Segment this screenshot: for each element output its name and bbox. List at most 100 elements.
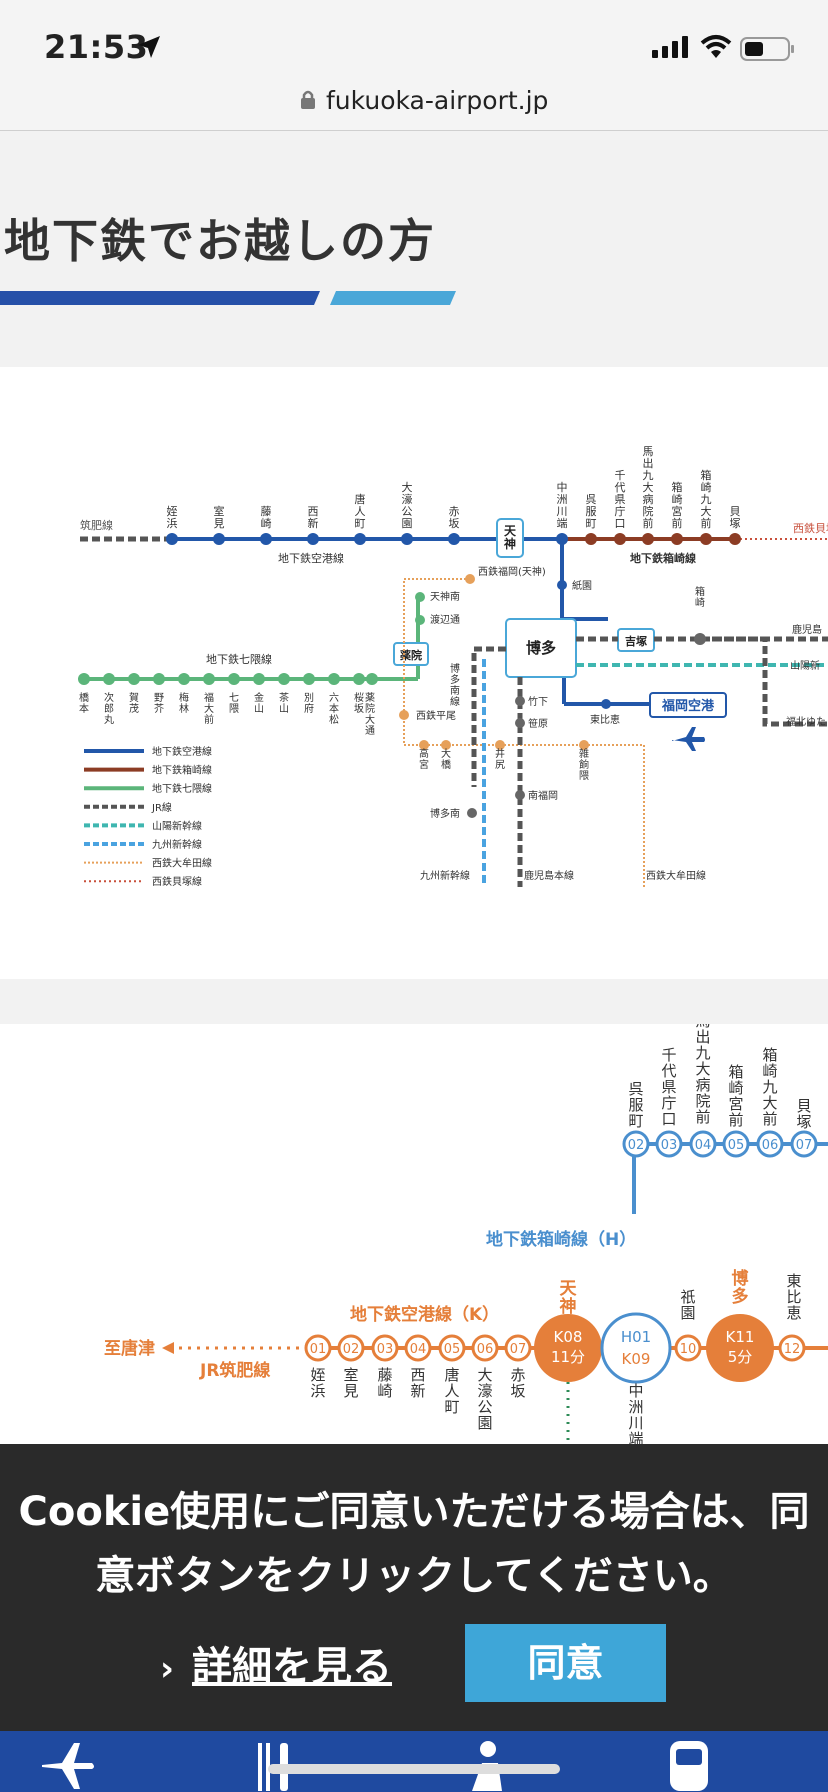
k-station-circle [337,1334,365,1362]
k-station-name: 大濠公園 [477,1366,492,1432]
arrow-left-icon [162,1342,174,1354]
details-link-label: 詳細を見る [192,1644,393,1690]
h-station-circle [689,1130,717,1158]
station-dot [495,740,505,750]
map-label: 笹原 [528,717,548,730]
yakuin-label: 薬院 [400,648,422,662]
title-underline [0,291,456,305]
k-station-code: 02 [343,1342,360,1357]
station-label: 桜坂 [354,691,364,715]
station-label: 箱崎九大前 [701,468,712,530]
map-label: 鹿児島本線 [524,869,574,882]
station-label: 大濠公園 [402,480,413,530]
h-station-name: 箱崎宮前 [728,1063,743,1129]
k-station-circle [471,1334,499,1362]
h-station-circle [655,1130,683,1158]
map-label: 雑餉隈 [579,747,589,782]
nakasu-name: 中洲川端 [628,1382,643,1444]
station-dot [128,673,140,685]
train-icon[interactable] [666,1735,712,1791]
station-dot [515,718,525,728]
legend-label: 西鉄大牟田線 [152,857,212,870]
station-dot [601,699,611,709]
h-station-name: 千代県庁口 [661,1046,676,1128]
station-label: 室見 [214,504,225,530]
k-station-code: 01 [310,1342,327,1357]
to-karatsu-label: 至唐津 [104,1338,155,1359]
map-label: 鹿児島 [792,623,822,636]
station-dot [401,533,413,545]
tenjin-label: 天神 [504,524,517,551]
plane-icon[interactable] [38,1735,96,1791]
station-dot [260,533,272,545]
k-station-circle [304,1334,332,1362]
station-dot [642,533,654,545]
legend-label: 地下鉄空港線 [152,745,212,758]
station-dot [153,673,165,685]
nakasu-circle [600,1312,672,1384]
nakasu-code-h: H01 [621,1328,651,1346]
restaurant-icon[interactable] [254,1735,294,1791]
label-kuko-line: 地下鉄空港線 [278,551,344,565]
legend-label: 地下鉄箱崎線 [152,764,212,777]
h-station-code: 06 [762,1138,779,1153]
station-dot [366,673,378,685]
station-dot [415,615,425,625]
station-dot [78,673,90,685]
map-label: 西鉄大牟田線 [646,869,706,882]
agree-button[interactable]: 同意 [465,1624,666,1702]
h-station-name: 馬出九大病院前 [695,1024,710,1126]
bottom-tab-bar [0,1731,828,1792]
station-label: 薬院大通 [365,692,375,737]
hakata-name: 博多 [732,1268,749,1307]
jr-chikuhi-label: JR筑肥線 [199,1360,270,1381]
station-dot [467,808,477,818]
map-label: 山陽新 [790,659,820,672]
details-link[interactable]: ›詳細を見る [160,1634,392,1692]
station-label: 七隈 [229,692,239,715]
station-dot [557,580,567,590]
station-label: 千代県庁口 [615,469,626,530]
station-dot [579,740,589,750]
station-dot [213,533,225,545]
h-station-circle [756,1130,784,1158]
cookie-message: Cookie使用にご同意いただける場合は、同 意ボタンをクリックしてください。 [0,1480,828,1608]
map-label: 福北ゆた [786,715,826,728]
higashihie-circle [778,1334,806,1362]
map-label: 博多南 [430,807,460,820]
station-label: 藤崎 [261,505,272,530]
map-label: 天神南 [430,590,460,603]
legend-label: 西鉄貝塚線 [152,875,202,888]
higashihie-code: 12 [784,1342,801,1357]
address-bar[interactable]: fukuoka-airport.jp [0,80,828,131]
station-label: 梅林 [179,691,189,715]
station-label: 野芥 [154,692,164,715]
person-icon[interactable] [458,1735,514,1791]
station-label: 姪浜 [167,504,178,530]
station-dot [585,533,597,545]
map-label: 大橋 [441,747,451,771]
map-label: 高宮 [419,747,429,771]
yoshizuka-label: 吉塚 [625,634,647,648]
h-station-circle [722,1130,750,1158]
h-station-name: 呉服町 [628,1080,643,1130]
station-label: 橋本 [79,691,89,715]
map-label: 南福岡 [528,789,558,802]
station-dot [203,673,215,685]
legend-label: 山陽新幹線 [152,819,202,832]
k-station-name: 室見 [343,1366,358,1400]
line-hakataminami [471,646,506,787]
url-text[interactable]: fukuoka-airport.jp [326,86,549,115]
map-label: 東比恵 [590,713,620,726]
map-label: 井尻 [495,747,505,771]
station-dot [103,673,115,685]
tenjin-code: K08 [554,1328,583,1346]
cookie-message-line1: Cookie使用にご同意いただける場合は、同 [18,1489,810,1535]
k-station-name: 西新 [410,1366,425,1400]
h-station-circle [790,1130,818,1158]
station-dot [515,696,525,706]
hakata-time: 5分 [728,1348,753,1366]
route-map-detail: 02呉服町03千代県庁口04馬出九大病院前05箱崎宮前06箱崎九大前07貝塚地下… [0,1024,828,1444]
station-label: 次郎丸 [104,691,114,726]
station-dot [556,533,568,545]
